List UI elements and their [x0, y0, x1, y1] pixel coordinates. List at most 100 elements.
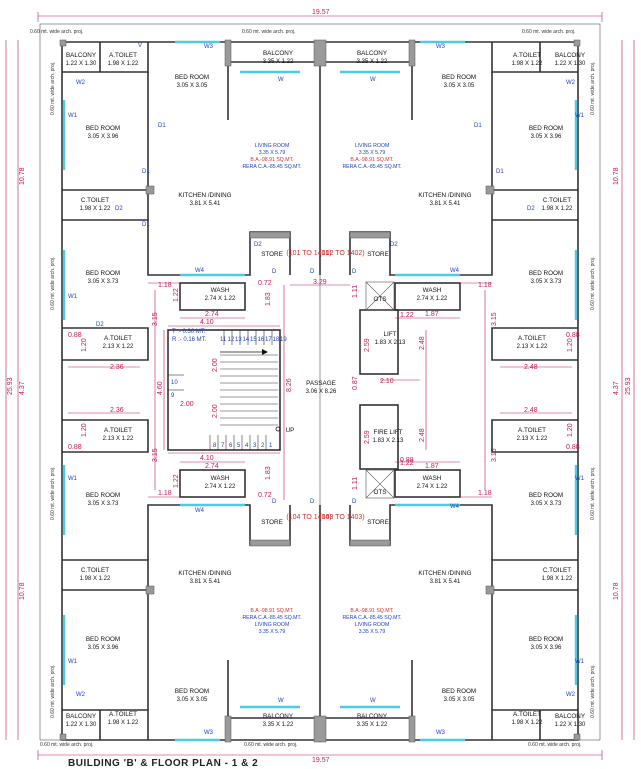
tag-w3-tr: W3	[436, 44, 446, 50]
room-kitchen-tl-size: 3.81 X 5.41	[190, 201, 221, 207]
room-kitchen-bl: KITCHEN /DINING	[178, 570, 231, 577]
area-rera-bl: RERA C.A.-85.45 SQ.MT.	[242, 615, 301, 621]
dim-small-i-bottom: 2.48	[524, 407, 538, 414]
dim-small-f-lift: 0.88	[400, 457, 414, 464]
dim-stair-width-bottom: 4.10	[200, 455, 214, 462]
room-kitchen-bl-size: 3.81 X 5.41	[190, 579, 221, 585]
area-ba-tl: B.A.-98.91 SQ.MT.	[250, 157, 293, 163]
dim-small-b-br: 1.22	[400, 460, 414, 467]
room-a-toilet-mid-br: A.TOILET	[518, 427, 546, 434]
dim-small-g-tr: 1.20	[567, 338, 574, 352]
room-lift-size: 1.83 X 2.13	[375, 340, 406, 346]
arch-proj-top-mid: 0.60 mt. wide arch. proj.	[242, 29, 295, 35]
dim-stair-landing-3: 2.00	[212, 404, 219, 418]
room-bedroom-b-bl-size: 3.05 X 3.96	[88, 645, 119, 651]
stair-step-number: 17	[265, 337, 272, 343]
room-c-toilet-tl-size: 1.98 X 1.22	[80, 206, 111, 212]
room-a-toilet-br-size: 1.98 X 1.22	[512, 720, 543, 726]
tag-d-bl: D	[272, 499, 277, 505]
dim-wash-left-bottom: 2.74	[205, 463, 219, 470]
dim-overall-depth-left: 25.93	[7, 377, 14, 395]
dim-small-j-bl: 3.15	[152, 448, 159, 462]
room-bedroom-c-bl-size: 3.05 X 3.73	[88, 501, 119, 507]
room-balcony-large-tr: BALCONY	[357, 50, 388, 57]
tag-w1-tl-b: W1	[68, 294, 78, 300]
stair-step-number: 13	[235, 337, 242, 343]
dim-small-c-top: 0.72	[258, 280, 272, 287]
dim-wash-right-bottom: 1.87	[425, 463, 439, 470]
room-kitchen-br-size: 3.81 X 5.41	[430, 579, 461, 585]
room-living-tl: LIVING ROOM	[255, 143, 290, 149]
room-balcony-small-tl: BALCONY	[66, 52, 97, 59]
room-bedroom-a-bl: BED ROOM	[175, 688, 209, 695]
room-a-toilet-tr-size: 1.98 X 1.22	[512, 61, 543, 67]
tag-d2-tr: D2	[527, 206, 535, 212]
dim-wing-right-top: 10.78	[613, 167, 620, 185]
arch-proj-bot-left: 0.60 mt. wide arch. proj.	[40, 742, 93, 748]
room-living-bl-size: 3.35 X 5.79	[259, 629, 286, 635]
room-a-toilet-mid-tl-size: 2.13 X 1.22	[103, 344, 134, 350]
dim-small-j-br: 3.15	[491, 448, 498, 462]
room-balcony-large-tl-size: 3.35 X 1.22	[263, 59, 294, 65]
room-bedroom-c-tr: BED ROOM	[529, 270, 563, 277]
stair-step-number: 11	[220, 337, 227, 343]
room-bedroom-a-br-size: 3.05 X 3.05	[444, 697, 475, 703]
tag-d2-tl-b: D2	[96, 322, 104, 328]
dim-wing-left-bottom: 10.78	[19, 582, 26, 600]
room-wash-br-size: 2.74 X 1.22	[417, 484, 448, 490]
room-kitchen-tr: KITCHEN /DINING	[418, 192, 471, 199]
stair-step-number: 1	[269, 443, 273, 449]
dim-overall-width-bottom: 19.57	[312, 757, 330, 764]
room-balcony-large-br-size: 3.35 X 1.22	[357, 722, 388, 728]
area-rera-br: RERA C.A.-85.45 SQ.MT.	[342, 615, 401, 621]
room-balcony-small-bl-size: 1.22 X 1.30	[66, 722, 97, 728]
room-a-toilet-mid-bl-size: 2.13 X 1.22	[103, 436, 134, 442]
arch-proj-top-right: 0.60 mt. wide arch. proj.	[522, 29, 575, 35]
room-store-br: STORE	[367, 519, 389, 526]
stair-step-number: 5	[237, 443, 241, 449]
dim-small-d-bottom: 1.83	[265, 466, 272, 480]
stair-step-number: 8	[213, 443, 217, 449]
arch-proj-right-1: 0.60 mt. wide arch. proj.	[590, 62, 596, 115]
tag-w3-br: W3	[436, 730, 446, 736]
room-a-toilet-mid-br-size: 2.13 X 1.22	[517, 436, 548, 442]
flat-number-tr: (102 TO 1402)	[319, 250, 364, 257]
room-c-toilet-br: C.TOILET	[543, 567, 571, 574]
room-a-toilet-br: A.TOILET	[513, 711, 541, 718]
tag-v-tl: V	[138, 43, 142, 49]
room-living-br: LIVING ROOM	[355, 622, 390, 628]
stair-step-10: 10	[171, 380, 178, 386]
tag-w1-tl: W1	[68, 113, 78, 119]
room-living-tl-size: 3.35 X 5.79	[259, 150, 286, 156]
room-kitchen-tr-size: 3.81 X 5.41	[430, 201, 461, 207]
room-lift: LIFT	[384, 331, 397, 338]
stair-step-number: 15	[250, 337, 257, 343]
dim-wing-right-bottom: 10.78	[613, 582, 620, 600]
room-a-toilet-tl: A.TOILET	[109, 52, 137, 59]
tag-w-br: W	[370, 698, 376, 704]
dim-small-f-tr: 0.88	[566, 332, 580, 339]
stair-step-number: 16	[258, 337, 265, 343]
flat-number-bl: (104 TO 1404)	[286, 514, 331, 521]
area-ba-bl: B.A.-98.91 SQ.MT.	[250, 608, 293, 614]
tag-w3-tl: W3	[204, 44, 214, 50]
tag-d1-tl-b: D1	[142, 169, 150, 175]
room-balcony-small-tl-size: 1.22 X 1.30	[66, 61, 97, 67]
dim-stair-width-top: 4.10	[200, 319, 214, 326]
room-store-bl: STORE	[261, 519, 283, 526]
dim-passage-len: 8.26	[286, 378, 293, 392]
stair-up: UP	[286, 427, 295, 434]
room-balcony-large-tl: BALCONY	[263, 50, 294, 57]
room-wash-br: WASH	[423, 475, 442, 482]
dim-small-b-tl: 1.22	[173, 288, 180, 302]
tag-d1-tr-b: D1	[496, 169, 504, 175]
arch-proj-left-1: 0.60 mt. wide arch. proj.	[50, 62, 56, 115]
arch-proj-left-2: 0.60 mt. wide arch. proj.	[50, 257, 56, 310]
tag-w-bl: W	[278, 698, 284, 704]
dim-lift-height-bottom: 2.48	[419, 428, 426, 442]
room-a-toilet-mid-tr: A.TOILET	[518, 335, 546, 342]
room-wash-tr: WASH	[423, 287, 442, 294]
room-c-toilet-tr: C.TOILET	[543, 197, 571, 204]
